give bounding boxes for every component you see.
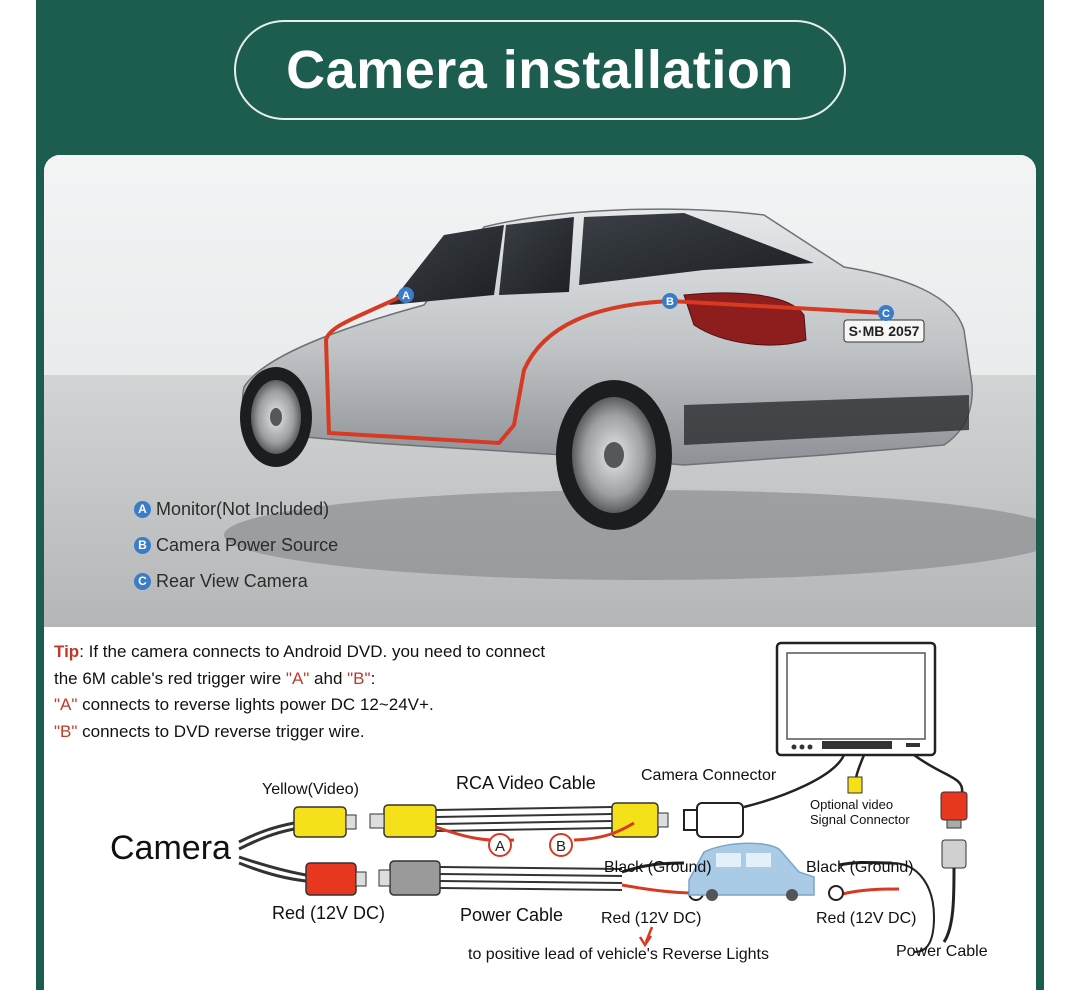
legend-badge-a: A (134, 501, 151, 518)
legend-label: Camera Power Source (156, 535, 339, 555)
power-socket-grey (389, 860, 441, 896)
legend-badge-c: C (134, 573, 151, 590)
tip-line-2-post: : (370, 668, 376, 688)
page-title: Camera installation (286, 40, 794, 100)
svg-text:B: B (556, 838, 566, 855)
title-banner: Camera installation (234, 20, 846, 120)
optional-video-connector (847, 776, 863, 794)
wire-a-marker (488, 833, 512, 857)
rca-video-cable (435, 806, 613, 832)
left-margin (0, 0, 36, 990)
power-cable-bundle (439, 866, 623, 891)
point-c-marker: C (878, 305, 894, 321)
tip-text: Tip: If the camera connects to Android D… (54, 639, 545, 745)
point-b-marker: B (662, 293, 678, 309)
camera-label: Camera (110, 829, 231, 867)
legend-item-monitor: A Monitor(Not Included) (134, 499, 329, 520)
rca-male-yellow (383, 804, 437, 838)
svg-text:A: A (402, 290, 410, 302)
legend-label: Rear View Camera (156, 571, 308, 591)
license-plate: S·MB 2057 (849, 323, 920, 339)
power-cable-right-label: Power Cable (896, 943, 988, 960)
optional-line-1: Optional video (810, 797, 894, 812)
legend-label: Monitor(Not Included) (156, 499, 330, 519)
car-photo: S·MB 2057 A B (44, 155, 1036, 627)
wire-b-marker (549, 833, 573, 857)
cable-route (323, 293, 885, 446)
black-ground-label-1: Black (Ground) (604, 859, 712, 876)
tip-line-3: "A" connects to reverse lights power DC … (54, 692, 545, 719)
legend-badge-b: B (134, 537, 151, 554)
tip-line-3-text: connects to reverse lights power DC 12~2… (77, 695, 434, 714)
content-panel: S·MB 2057 A B (44, 155, 1036, 990)
power-connector-red (940, 791, 968, 869)
legend-item-rear-camera: C Rear View Camera (134, 571, 308, 592)
optional-connector-label: Optional video Signal Connector (810, 797, 910, 827)
camera-connector-label: Camera Connector (641, 767, 777, 784)
tip-line-2: the 6M cable's red trigger wire "A" ahd … (54, 666, 545, 693)
camera-connector (684, 963, 694, 971)
svg-text:A: A (495, 838, 505, 855)
camera-power-plug (305, 862, 357, 896)
red-12v-mid-label: Red (12V DC) (601, 910, 702, 927)
tip-quote-b: "B" (347, 668, 371, 688)
right-margin (1044, 0, 1080, 990)
tip-line-4: "B" connects to DVD reverse trigger wire… (54, 719, 545, 746)
tip-line-1-text: : If the camera connects to Android DVD.… (79, 642, 546, 661)
svg-text:C: C (882, 308, 890, 320)
camera-video-plug (293, 806, 347, 838)
vehicle-icon (688, 842, 815, 901)
point-a-marker: A (398, 287, 414, 303)
tip-line-2-mid: ahd (309, 668, 348, 688)
red-12v-right-label: Red (12V DC) (816, 910, 917, 927)
front-wheel (240, 367, 312, 467)
yellow-video-label: Yellow(Video) (262, 781, 359, 798)
car-body (241, 208, 973, 466)
wiring-diagram: A B (238, 641, 968, 971)
rear-wheel (556, 380, 672, 530)
power-cable-label: Power Cable (460, 905, 564, 925)
svg-text:B: B (666, 296, 674, 308)
tip-line-4-text: connects to DVD reverse trigger wire. (77, 721, 365, 741)
rca-cable-label: RCA Video Cable (456, 773, 596, 793)
tip-line-4-quote: "B" (54, 721, 78, 741)
optional-line-2: Signal Connector (810, 812, 910, 827)
red-12v-left-label: Red (12V DC) (272, 903, 386, 923)
tip-line-3-quote: "A" (54, 695, 78, 714)
tip-line-2-pre: the 6M cable's red trigger wire (54, 668, 286, 688)
black-ground-label-2: Black (Ground) (806, 859, 914, 876)
tip-label: Tip (54, 642, 80, 661)
tip-line-1: Tip: If the camera connects to Android D… (54, 639, 545, 666)
tip-quote-a: "A" (285, 668, 310, 688)
legend-item-power-source: B Camera Power Source (134, 535, 338, 556)
monitor-illustration (775, 641, 937, 757)
reverse-lights-note: to positive lead of vehicle's Reverse Li… (468, 946, 769, 963)
